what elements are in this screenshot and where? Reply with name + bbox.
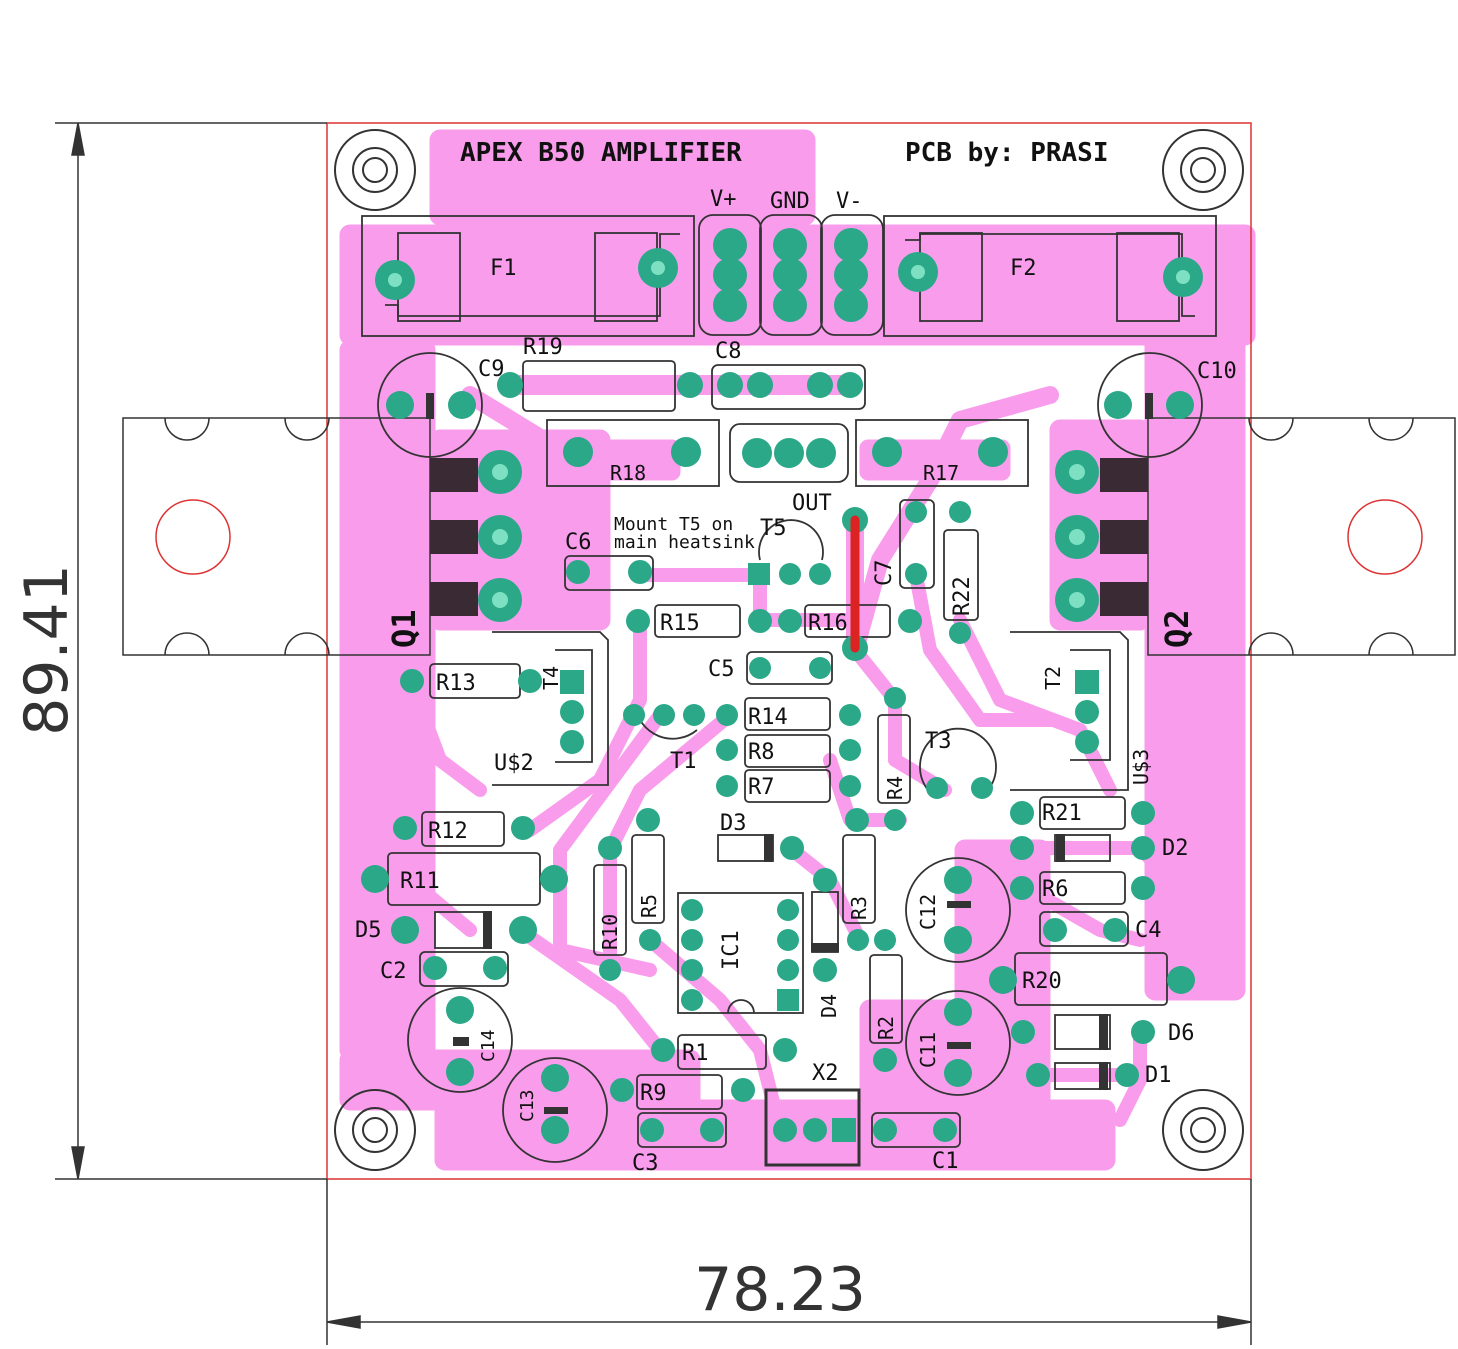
c3-label: C3 bbox=[632, 1151, 659, 1176]
t3-label: T3 bbox=[925, 729, 952, 754]
vminus-label: V- bbox=[836, 189, 863, 214]
d4-label: D4 bbox=[817, 994, 841, 1018]
note-line1: Mount T5 on bbox=[614, 514, 733, 535]
board-credit: PCB by: PRASI bbox=[905, 138, 1109, 168]
r8-label: R8 bbox=[748, 740, 775, 765]
r19-label: R19 bbox=[523, 335, 563, 360]
gnd-label: GND bbox=[770, 189, 810, 214]
c13-label: C13 bbox=[517, 1089, 538, 1122]
r17-label: R17 bbox=[923, 461, 959, 485]
polarity-marks bbox=[426, 393, 1153, 1114]
r21-label: R21 bbox=[1042, 801, 1082, 826]
dimension-lines bbox=[55, 122, 1252, 1345]
r15-label: R15 bbox=[660, 611, 700, 636]
r6-label: R6 bbox=[1042, 877, 1069, 902]
r11-label: R11 bbox=[400, 869, 440, 894]
r12-label: R12 bbox=[428, 819, 468, 844]
board-title: APEX B50 AMPLIFIER bbox=[460, 138, 742, 168]
r18-label: R18 bbox=[610, 461, 646, 485]
r1-label: R1 bbox=[682, 1041, 709, 1066]
width-dimension-label: 78.23 bbox=[694, 1255, 866, 1325]
c1-label: C1 bbox=[932, 1149, 959, 1174]
q1-heatsink-tab bbox=[122, 417, 431, 656]
t2-label: T2 bbox=[1041, 666, 1065, 690]
x2-connector-outline bbox=[764, 1088, 861, 1167]
u3-label: U$3 bbox=[1129, 749, 1153, 785]
c4-label: C4 bbox=[1135, 918, 1162, 943]
c11-label: C11 bbox=[916, 1032, 940, 1068]
ic1-label: IC1 bbox=[719, 930, 744, 970]
r14-label: R14 bbox=[748, 705, 788, 730]
pads bbox=[361, 228, 1203, 1144]
c7-label: C7 bbox=[872, 560, 897, 587]
r16-label: R16 bbox=[808, 611, 848, 636]
t4-label: T4 bbox=[539, 666, 563, 690]
r13-label: R13 bbox=[436, 671, 476, 696]
c5-label: C5 bbox=[708, 657, 735, 682]
r10-label: R10 bbox=[598, 914, 622, 950]
c6-label: C6 bbox=[565, 530, 592, 555]
f2-label: F2 bbox=[1010, 256, 1037, 281]
c14-label: C14 bbox=[478, 1029, 499, 1062]
r22-label: R22 bbox=[950, 576, 975, 616]
q2-label: Q2 bbox=[1158, 609, 1196, 648]
r2-label: R2 bbox=[874, 1016, 898, 1040]
d5-label: D5 bbox=[355, 918, 382, 943]
d2-label: D2 bbox=[1162, 836, 1189, 861]
height-dimension-label: 89.41 bbox=[12, 564, 82, 736]
transistor-leg-pads bbox=[430, 458, 1148, 616]
q1-label: Q1 bbox=[385, 609, 423, 648]
r20-label: R20 bbox=[1022, 969, 1062, 994]
r3-label: R3 bbox=[847, 896, 871, 920]
t1-label: T1 bbox=[670, 749, 697, 774]
u2-label: U$2 bbox=[494, 751, 534, 776]
d3-label: D3 bbox=[720, 811, 747, 836]
r5-label: R5 bbox=[637, 894, 661, 918]
t5-label: T5 bbox=[760, 516, 787, 541]
d6-label: D6 bbox=[1168, 1021, 1195, 1046]
x2-label: X2 bbox=[812, 1061, 839, 1086]
r4-label: R4 bbox=[883, 776, 907, 800]
f1-label: F1 bbox=[490, 256, 517, 281]
c2-label: C2 bbox=[380, 959, 407, 984]
r7-label: R7 bbox=[748, 775, 775, 800]
out-label: OUT bbox=[792, 491, 832, 516]
component-outlines bbox=[361, 214, 1217, 1163]
board-edge bbox=[326, 122, 1252, 1180]
note-line2: main heatsink bbox=[614, 532, 755, 553]
silkscreen-text: APEX B50 AMPLIFIER PCB by: PRASI V+ GND … bbox=[355, 138, 1237, 1176]
c8-label: C8 bbox=[715, 339, 742, 364]
c9-label: C9 bbox=[478, 357, 505, 382]
d1-label: D1 bbox=[1145, 1063, 1172, 1088]
r9-label: R9 bbox=[640, 1081, 667, 1106]
pad-holes bbox=[388, 261, 1190, 608]
vplus-label: V+ bbox=[710, 187, 737, 212]
mounting-holes bbox=[334, 129, 1244, 1171]
c12-label: C12 bbox=[916, 894, 940, 930]
c10-label: C10 bbox=[1197, 359, 1237, 384]
